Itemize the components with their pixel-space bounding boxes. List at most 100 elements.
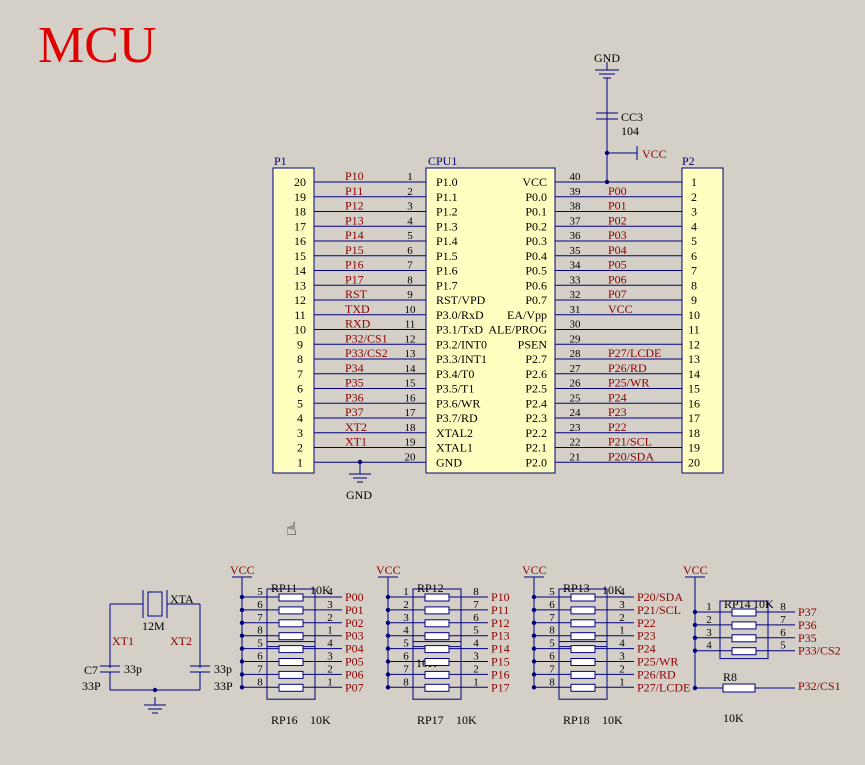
rp-pin-num: 3 [327,599,333,611]
cpu-pin-num: 13 [405,348,417,360]
net-label: P27/LCDE [637,680,690,694]
rp-pin-num: 3 [403,612,409,624]
cpu-pin-name: P3.1/TxD [436,323,483,337]
rp-pin-num: 3 [706,627,712,639]
connector-p2-pin-num: 8 [691,278,697,292]
cpu-pin-num: 35 [570,245,582,257]
cpu-pin-name: P0.7 [525,293,547,307]
resistor-element [424,593,450,602]
net-label: P11 [345,184,363,198]
cpu-pin-num: 21 [570,451,581,463]
connector-p1-ref: P1 [274,154,287,168]
connector-p2-pin-num: 10 [688,308,700,322]
cpu-pin-name: P1.7 [436,278,458,292]
cpu-pin-name: P3.3/INT1 [436,352,487,366]
vcc-label: VCC [642,147,667,161]
rp-top-ref: RP11 [271,581,297,595]
net-label: P06 [345,667,364,681]
connector-p2-pin-num: 17 [688,411,700,425]
net-label: P16 [491,667,510,681]
r8-element [722,683,756,693]
resistor-element [570,658,596,666]
net-label: P20/SDA [637,590,683,604]
net-label: P22 [608,420,627,434]
net-label: P36 [345,390,364,404]
connector-p2-pin-num: 11 [688,323,700,337]
resistor-element [424,606,450,615]
cpu-pin-name: P3.5/T1 [436,382,474,396]
net-label: P05 [608,258,627,272]
rp-pin-num: 4 [327,638,333,650]
cpu-pin-num: 36 [570,230,582,242]
connector-p2-pin-num: 14 [688,367,700,381]
net-label: P00 [345,590,364,604]
connector-p1-pin-num: 15 [294,249,306,263]
cpu-pin-num: 25 [570,392,582,404]
cpu-pin-num: 20 [405,451,417,463]
cpu-pin-num: 40 [570,171,582,183]
crystal-value: 12M [142,619,165,633]
net-label: P01 [608,199,627,213]
gnd-label: GND [346,488,372,502]
rp-pin-num: 8 [403,676,409,688]
net-label: P22 [637,616,656,630]
vcc-label: VCC [230,563,255,577]
net-label: P24 [637,642,656,656]
cpu-pin-name: P3.0/RxD [436,308,484,322]
cpu-pin-num: 18 [405,422,417,434]
net-label: P35 [345,376,364,390]
c8-value2: 33P [214,679,233,693]
net-label: P03 [345,629,364,643]
resistor-element [278,670,304,679]
connector-p1-pin-num: 4 [297,411,303,425]
cpu-pin-num: 34 [570,260,582,272]
net-label: P20/SDA [608,449,654,463]
cc3-ref: CC3 [621,110,643,124]
net-label: P01 [345,603,364,617]
resistor-pack-box [719,600,769,660]
net-label: P05 [345,655,364,669]
resistor-element [424,632,450,641]
connector-p2-pin-num: 2 [691,190,697,204]
resistor-element [278,645,304,654]
net-label: P10 [345,169,364,183]
rp-pin-num: 3 [473,651,479,663]
rp-pin-num: 2 [706,614,712,626]
connector-p1-body [272,167,315,474]
net-label: P35 [798,631,817,645]
rp-pin-num: 8 [549,676,555,688]
connector-p2-pin-num: 15 [688,382,700,396]
r8-ref: R8 [723,670,737,684]
connector-p2-pin-num: 13 [688,352,700,366]
resistor-element [570,645,596,654]
rp-pin-num: 6 [257,599,263,611]
rp-pin-num: 1 [327,625,333,637]
cpu-pin-name: P1.4 [436,234,458,248]
net-label: P37 [345,405,364,419]
rp-pin-num: 8 [257,676,263,688]
vcc-label: VCC [376,563,401,577]
connector-p1-pin-num: 2 [297,441,303,455]
resistor-element [278,593,304,602]
rp-pin-num: 5 [403,638,409,650]
connector-p1-pin-num: 18 [294,205,306,219]
cc3-value: 104 [621,124,639,138]
connector-p2-pin-num: 12 [688,337,700,351]
rp-pin-num: 1 [619,676,625,688]
net-label: P32/CS1 [345,331,388,345]
resistor-element [424,619,450,628]
cpu-pin-num: 6 [407,245,413,257]
rp-pin-num: 4 [619,638,625,650]
resistor-element [424,645,450,654]
rp-pin-num: 6 [403,651,409,663]
r8-value: 10K [723,711,744,725]
rp-pin-num: 6 [473,612,479,624]
net-label: P04 [608,243,627,257]
cpu-pin-name: P0.2 [525,219,547,233]
connector-p2-pin-num: 19 [688,441,700,455]
cpu-pin-num: 9 [407,289,413,301]
rp-pin-num: 7 [257,663,263,675]
net-label: P27/LCDE [608,346,661,360]
cpu-pin-num: 26 [570,378,582,390]
crystal-ref: XTA [170,592,194,606]
